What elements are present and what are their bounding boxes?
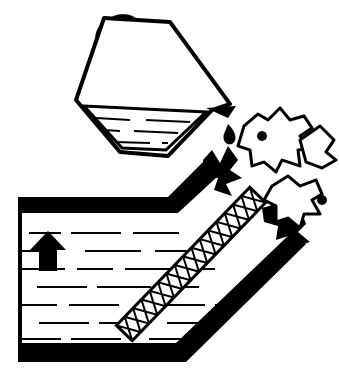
- lattice-line: [190, 247, 200, 272]
- lattice-line: [148, 290, 159, 316]
- tank-left-edge: [18, 213, 22, 343]
- tank: [18, 160, 306, 362]
- lattice-line: [132, 307, 142, 333]
- up-arrow-icon: [30, 231, 66, 271]
- broken-edge-icon: [203, 106, 338, 246]
- lattice-line: [140, 299, 150, 324]
- lattice-line: [182, 256, 192, 281]
- lattice-line: [198, 238, 209, 264]
- lattice-line: [157, 281, 167, 307]
- lattice-line: [215, 221, 225, 247]
- lattice-line: [173, 264, 184, 290]
- lattice-line: [123, 316, 134, 341]
- lattice-line: [248, 187, 259, 212]
- lattice-line: [207, 230, 217, 255]
- lattice-line: [165, 273, 175, 298]
- lattice-rod-icon: [114, 185, 268, 343]
- tank-rim: [18, 160, 218, 213]
- tank-bottom: [18, 232, 306, 362]
- measuring-jug-icon: [74, 14, 236, 158]
- lattice-line: [232, 204, 242, 229]
- lattice-line: [223, 212, 234, 238]
- lattice-line: [240, 195, 250, 221]
- water-drop-icon: [223, 124, 236, 145]
